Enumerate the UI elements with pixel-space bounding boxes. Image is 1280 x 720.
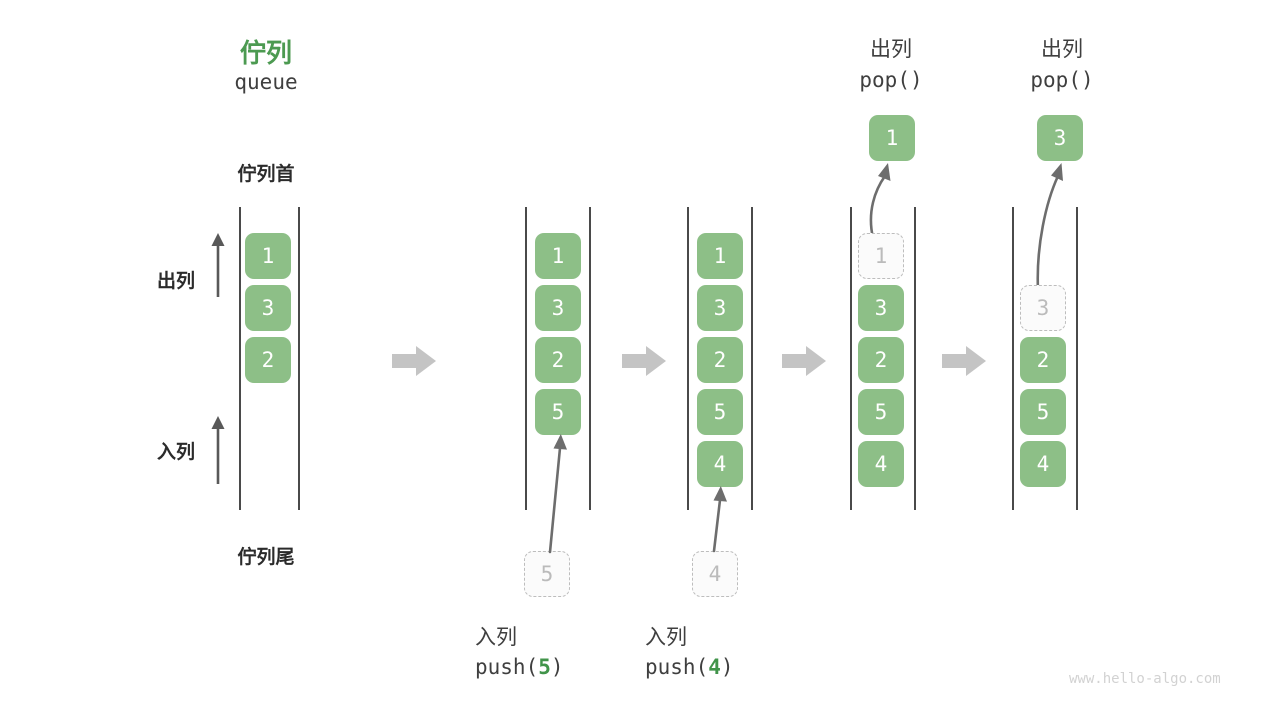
- queue-cell: 1: [535, 233, 581, 279]
- queue-cell: 5: [1020, 389, 1066, 435]
- queue-cell: 3: [535, 285, 581, 331]
- incoming-element-ghost: 5: [524, 551, 570, 597]
- popped-element: 1: [869, 115, 915, 161]
- enqueue-direction-label: 入列: [156, 442, 195, 463]
- push-caption-code-num: 5: [538, 655, 551, 679]
- step-transition-arrow-icon: [622, 346, 666, 376]
- step-transition-arrow-icon: [392, 346, 436, 376]
- queue-cell: 5: [535, 389, 581, 435]
- watermark: www.hello-algo.com: [1069, 671, 1221, 687]
- queue-rail-right-col1: [298, 207, 300, 510]
- queue-cell: 2: [245, 337, 291, 383]
- queue-cell: 4: [697, 441, 743, 487]
- push-caption-cn: 入列: [475, 626, 517, 649]
- push-caption-code-prefix: push(: [645, 655, 709, 679]
- queue-cell: 3: [245, 285, 291, 331]
- dequeue-direction-arrow-icon: [211, 233, 225, 297]
- queue-cell-ghost: 1: [858, 233, 904, 279]
- queue-cell: 4: [858, 441, 904, 487]
- step-transition-arrow-icon: [782, 346, 826, 376]
- queue-cell: 2: [535, 337, 581, 383]
- push-caption-code: push(5): [475, 655, 685, 679]
- queue-cell: 5: [858, 389, 904, 435]
- queue-rail-left-col4: [850, 207, 852, 510]
- queue-cell: 5: [697, 389, 743, 435]
- queue-cell: 4: [1020, 441, 1066, 487]
- step-transition-arrow-icon: [942, 346, 986, 376]
- queue-rail-left-col3: [687, 207, 689, 510]
- push-caption-cn: 入列: [645, 626, 687, 649]
- queue-cell-ghost: 3: [1020, 285, 1066, 331]
- incoming-element-ghost: 4: [692, 551, 738, 597]
- queue-tail-label: 佇列尾: [237, 547, 295, 568]
- queue-cell: 1: [697, 233, 743, 279]
- push-caption-code: push(4): [645, 655, 855, 679]
- push-motion-arrow-icon: [712, 486, 727, 553]
- pop-motion-arrow-icon: [869, 163, 891, 240]
- enqueue-direction-arrow-icon: [211, 416, 225, 484]
- push-caption-code-prefix: push(: [475, 655, 539, 679]
- queue-rail-left-col2: [525, 207, 527, 510]
- push-caption-code-num: 4: [708, 655, 721, 679]
- queue-rail-right-col5: [1076, 207, 1078, 510]
- queue-cell: 3: [697, 285, 743, 331]
- queue-cell: 2: [858, 337, 904, 383]
- figure-title-en: queue: [234, 70, 298, 94]
- figure-title-cn: 佇列: [239, 38, 292, 68]
- popped-element: 3: [1037, 115, 1083, 161]
- queue-rail-right-col3: [751, 207, 753, 510]
- queue-cell: 2: [697, 337, 743, 383]
- queue-cell: 2: [1020, 337, 1066, 383]
- push-caption-code-suffix: ): [720, 655, 734, 679]
- queue-head-label: 佇列首: [237, 164, 295, 185]
- queue-rail-right-col2: [589, 207, 591, 510]
- pop-header-code: pop(): [859, 68, 923, 92]
- push-motion-arrow-icon: [548, 434, 567, 554]
- pop-header-code: pop(): [1030, 68, 1094, 92]
- dequeue-direction-label: 出列: [156, 271, 195, 292]
- pop-header-cn: 出列: [1041, 38, 1083, 61]
- pop-motion-arrow-icon: [1036, 163, 1063, 292]
- push-caption-code-suffix: ): [550, 655, 564, 679]
- queue-rail-left-col5: [1012, 207, 1014, 510]
- queue-rail-right-col4: [914, 207, 916, 510]
- queue-cell: 3: [858, 285, 904, 331]
- pop-header-cn: 出列: [870, 38, 912, 61]
- queue-rail-left-col1: [239, 207, 241, 510]
- queue-cell: 1: [245, 233, 291, 279]
